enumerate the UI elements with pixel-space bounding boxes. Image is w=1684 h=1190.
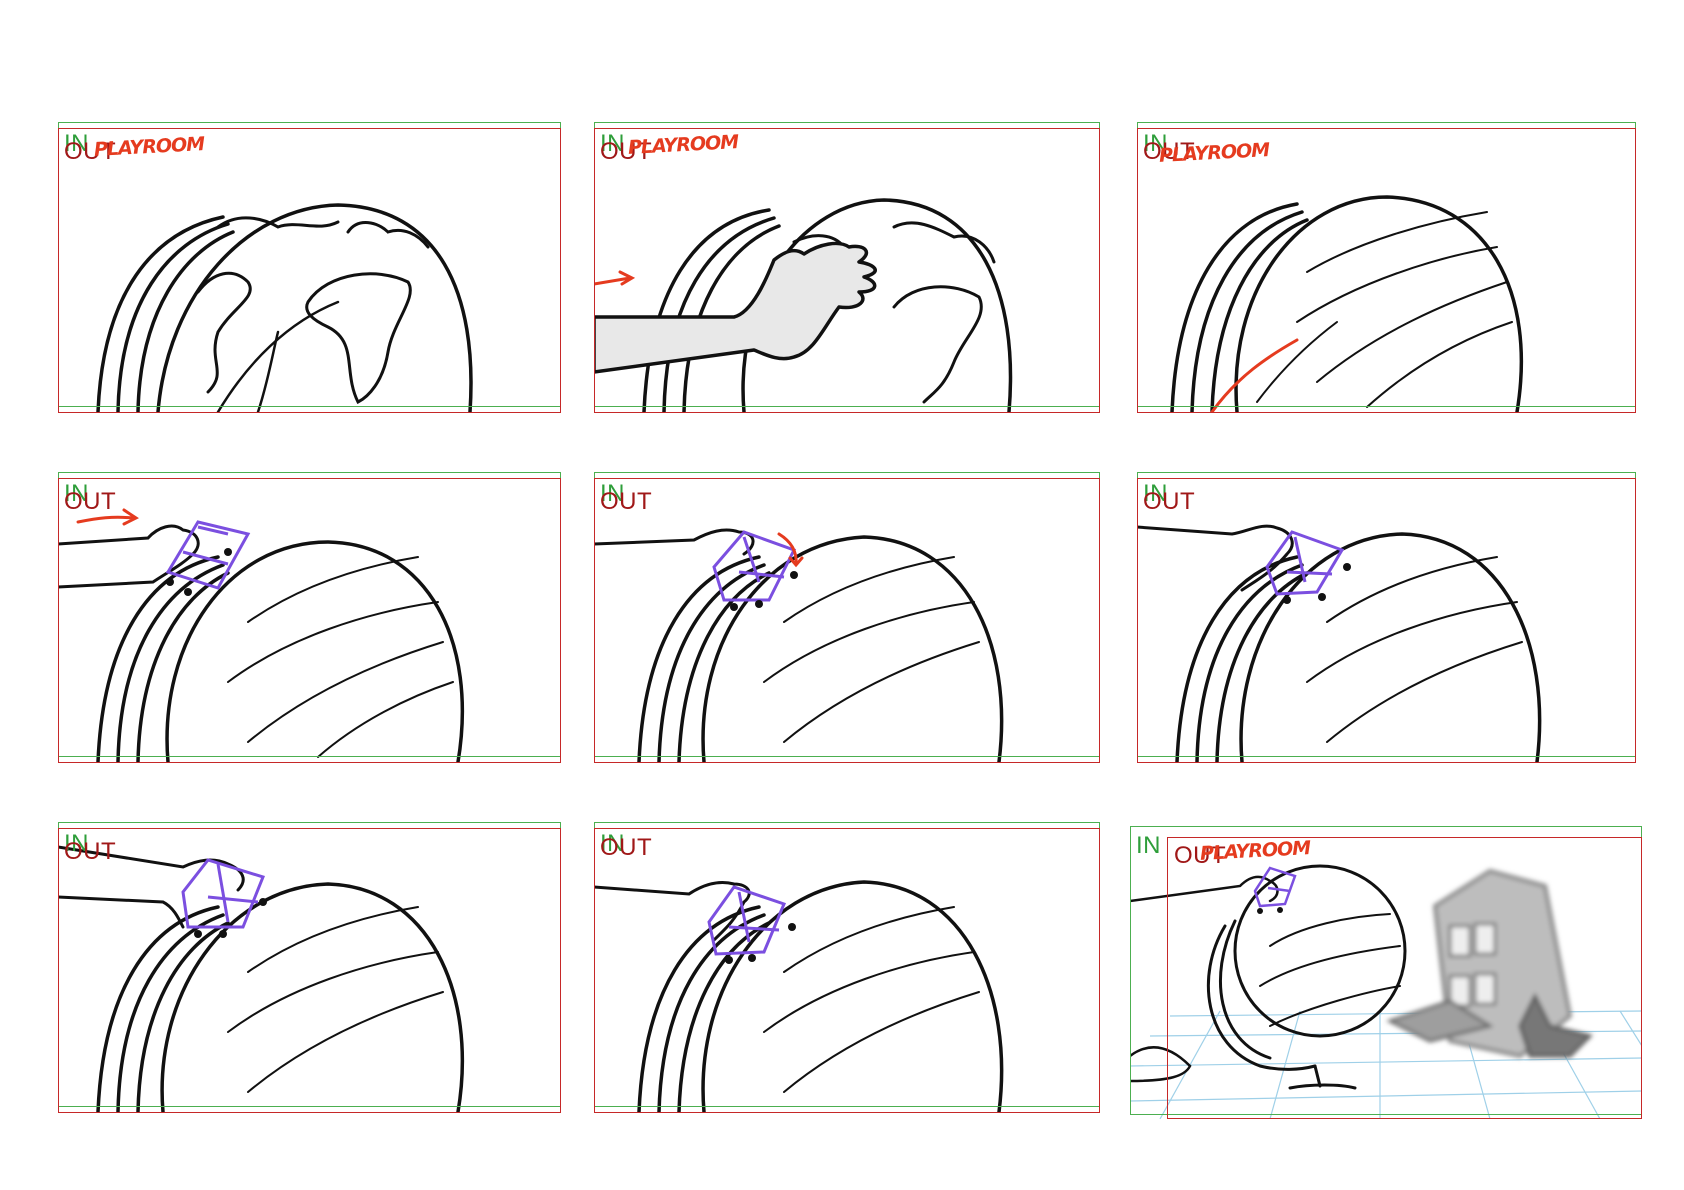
in-label: IN xyxy=(1143,130,1168,157)
storyboard-panel-9[interactable]: IN OUT PLAYROOM xyxy=(1130,826,1642,1119)
car-on-globe-drawing xyxy=(1137,524,1542,763)
toy-car-shape xyxy=(1265,530,1345,596)
out-label: OUT xyxy=(1143,138,1196,165)
globe-continents-drawing xyxy=(96,203,473,413)
toy-car-shape xyxy=(707,885,787,956)
toy-car-shape xyxy=(181,858,265,929)
out-label: OUT xyxy=(64,488,117,515)
in-label: IN xyxy=(64,830,89,857)
storyboard-panel-5[interactable]: IN OUT xyxy=(594,472,1100,763)
in-label: IN xyxy=(600,130,625,157)
out-label: OUT xyxy=(64,138,117,165)
hand-places-car-drawing xyxy=(58,508,465,763)
car-rolling-on-globe-drawing xyxy=(594,880,1004,1113)
storyboard-panel-7[interactable]: IN OUT xyxy=(58,822,561,1113)
toy-car-shape xyxy=(1253,866,1297,908)
in-label: IN xyxy=(64,480,89,507)
out-label: OUT xyxy=(600,834,653,861)
toy-car-shape xyxy=(712,530,797,602)
in-label: IN xyxy=(1143,480,1168,507)
in-label: IN xyxy=(64,130,89,157)
storyboard-panel-2[interactable]: IN OUT PLAYROOM xyxy=(594,122,1100,413)
in-label: IN xyxy=(600,830,625,857)
car-on-globe-close-drawing xyxy=(58,845,465,1113)
out-label: OUT xyxy=(1174,842,1227,869)
out-label: OUT xyxy=(64,838,117,865)
storyboard-panel-3[interactable]: IN OUT PLAYROOM xyxy=(1137,122,1636,413)
toy-car-shape xyxy=(165,520,251,590)
arm-shape xyxy=(594,241,877,374)
spinning-globe-drawing xyxy=(1170,195,1524,413)
motion-line xyxy=(1210,338,1299,413)
hand-spinning-globe-drawing xyxy=(594,198,1013,413)
playroom-wide-shot-drawing xyxy=(1130,864,1642,1119)
out-label: OUT xyxy=(1143,488,1196,515)
motion-arrow xyxy=(777,532,804,568)
storyboard-panel-4[interactable]: IN OUT xyxy=(58,472,561,763)
storyboard-panel-8[interactable]: IN OUT xyxy=(594,822,1100,1113)
in-label: IN xyxy=(1136,832,1161,859)
in-label: IN xyxy=(600,480,625,507)
out-label: OUT xyxy=(600,488,653,515)
car-drives-on-globe-drawing xyxy=(594,528,1004,763)
blurred-building-toy xyxy=(1386,868,1593,1059)
storyboard-panel-6[interactable]: IN OUT xyxy=(1137,472,1636,763)
out-label: OUT xyxy=(600,138,653,165)
storyboard-panel-1[interactable]: IN OUT PLAYROOM xyxy=(58,122,561,413)
motion-arrow xyxy=(594,270,636,286)
motion-arrow xyxy=(76,508,139,526)
floor-grid xyxy=(1130,1010,1642,1119)
